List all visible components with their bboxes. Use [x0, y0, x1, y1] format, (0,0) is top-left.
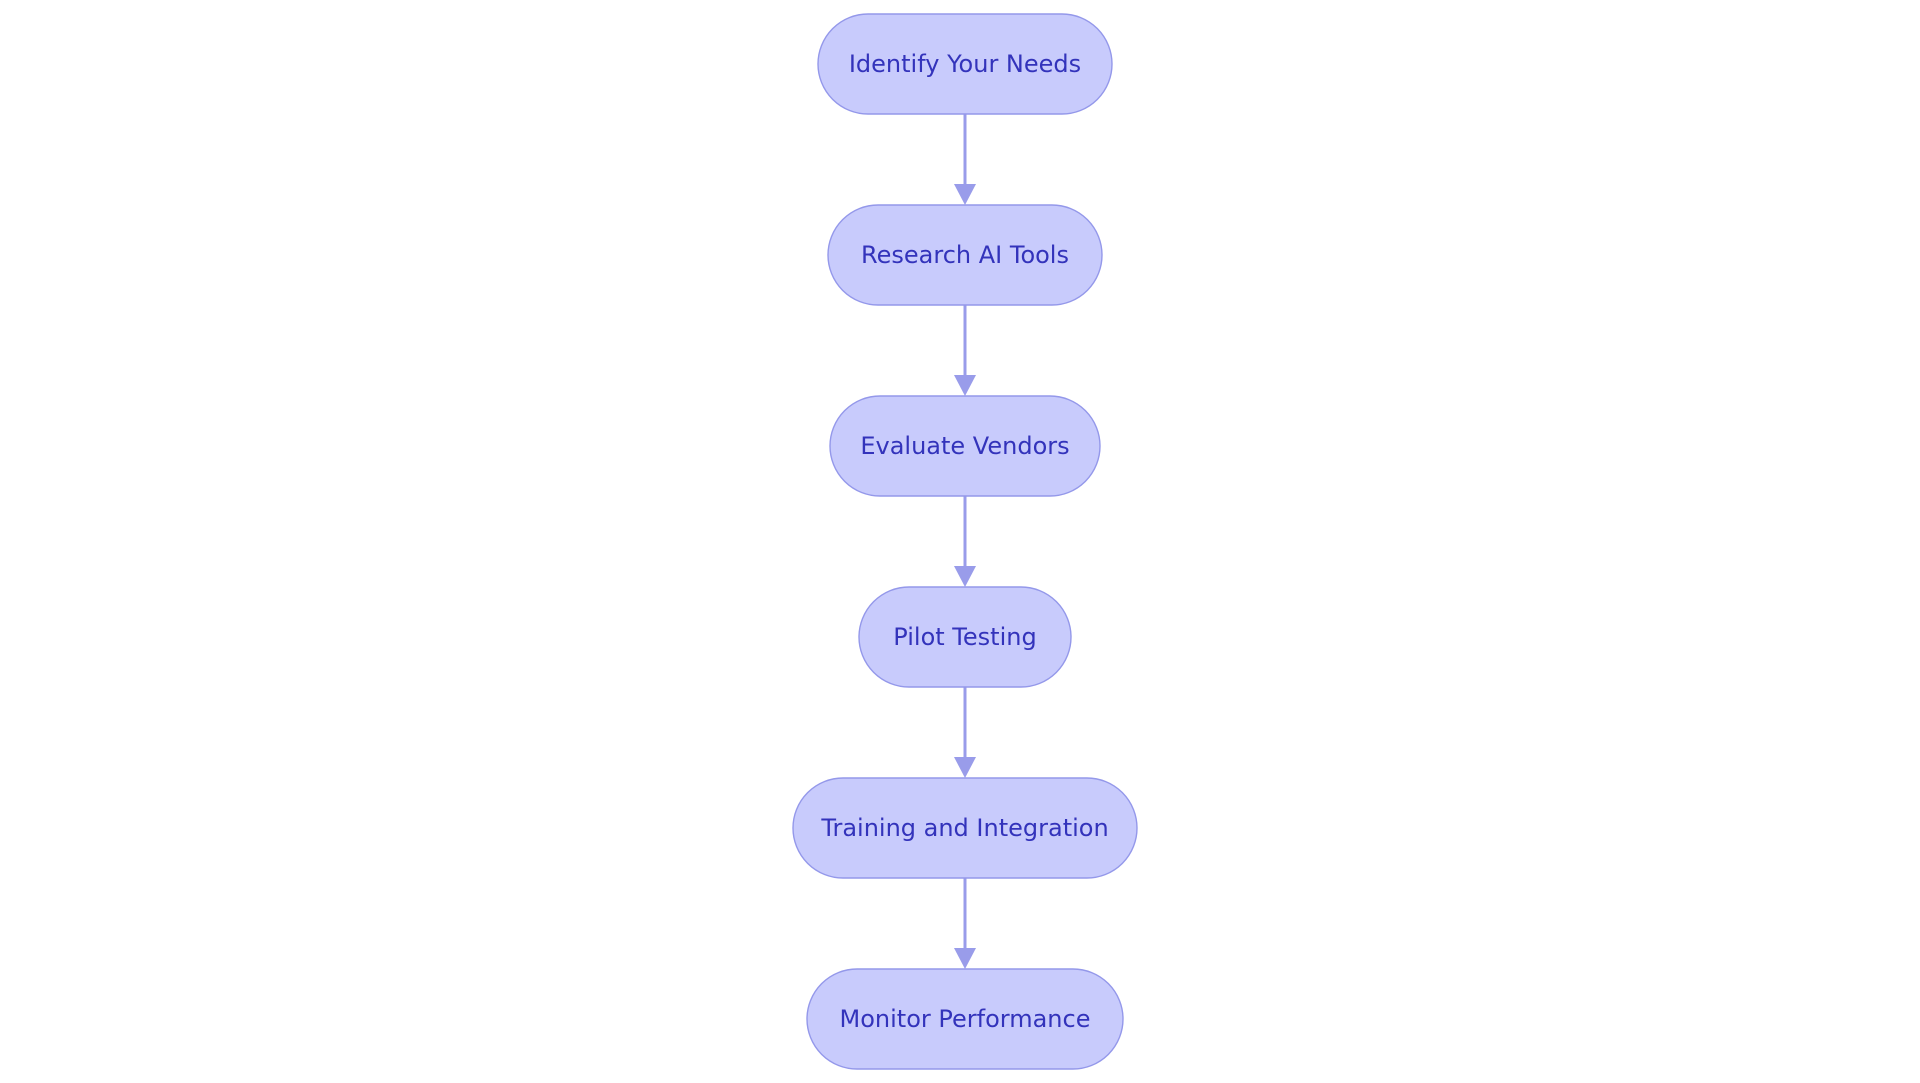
arrowhead-icon	[954, 566, 976, 587]
node-label: Identify Your Needs	[849, 50, 1081, 78]
edge-research-to-evaluate	[954, 305, 976, 396]
node-label: Monitor Performance	[840, 1005, 1091, 1033]
node-monitor: Monitor Performance	[806, 968, 1124, 1070]
node-shape	[806, 968, 1124, 1070]
node-training: Training and Integration	[792, 777, 1138, 879]
edge-pilot-to-training	[954, 687, 976, 778]
node-shape	[817, 13, 1113, 115]
node-pilot: Pilot Testing	[858, 586, 1072, 688]
node-shape	[827, 204, 1103, 306]
node-shape	[829, 395, 1101, 497]
node-shape	[858, 586, 1072, 688]
edge-training-to-monitor	[954, 878, 976, 969]
node-label: Evaluate Vendors	[860, 432, 1069, 460]
node-identify: Identify Your Needs	[817, 13, 1113, 115]
node-label: Pilot Testing	[893, 623, 1036, 651]
node-label: Research AI Tools	[861, 241, 1069, 269]
node-research: Research AI Tools	[827, 204, 1103, 306]
edges-layer	[954, 114, 976, 969]
edge-identify-to-research	[954, 114, 976, 205]
arrowhead-icon	[954, 757, 976, 778]
node-evaluate: Evaluate Vendors	[829, 395, 1101, 497]
arrowhead-icon	[954, 375, 976, 396]
edge-evaluate-to-pilot	[954, 496, 976, 587]
node-shape	[792, 777, 1138, 879]
arrowhead-icon	[954, 184, 976, 205]
node-label: Training and Integration	[820, 814, 1108, 842]
arrowhead-icon	[954, 948, 976, 969]
